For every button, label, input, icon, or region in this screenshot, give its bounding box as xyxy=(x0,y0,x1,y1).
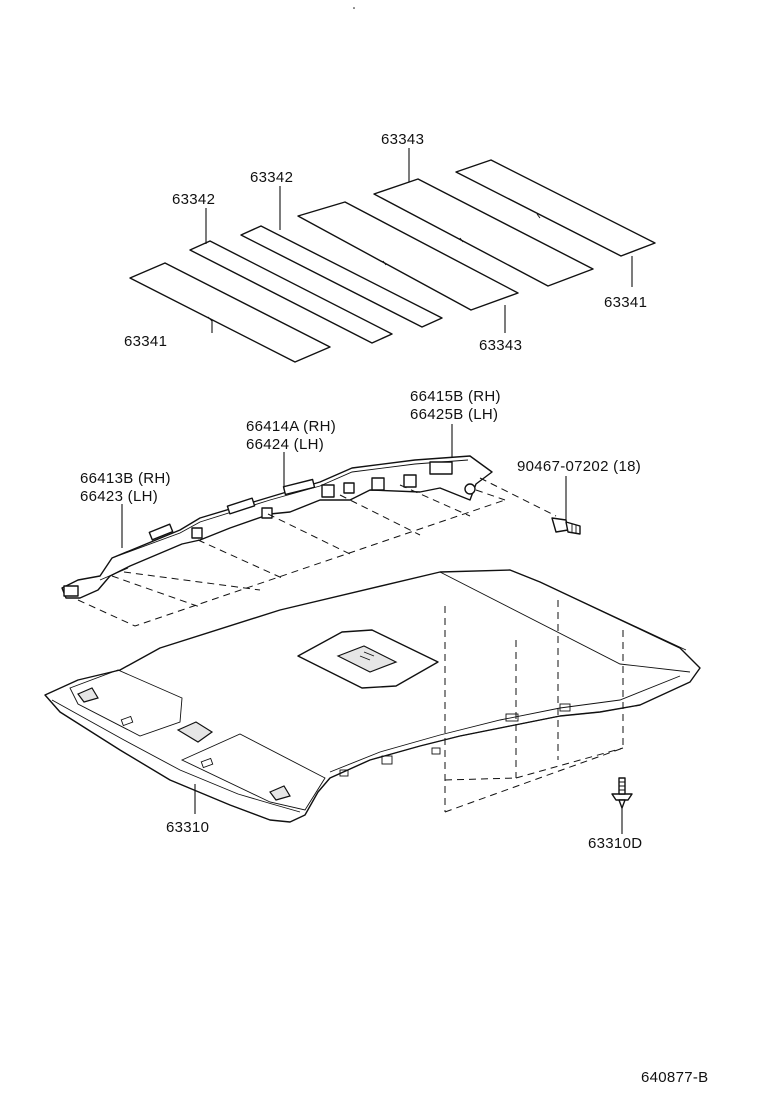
rail-dash-2 xyxy=(197,539,283,579)
pad-strip-3 xyxy=(240,225,443,328)
clip-dash-6 xyxy=(444,777,517,781)
rail-dash-6 xyxy=(123,571,261,591)
rail-dash-frame xyxy=(77,499,506,627)
clip-dash-5 xyxy=(444,747,624,813)
label-63343-bottom: 63343 xyxy=(479,337,522,354)
label-63343-top: 63343 xyxy=(381,131,424,148)
label-63342-left: 63342 xyxy=(172,191,215,208)
bolt-dash xyxy=(479,477,557,517)
label-rail-mid-lh: 66424 (LH) xyxy=(246,436,324,453)
label-bolt: 90467-07202 (18) xyxy=(517,458,641,475)
label-rail-rear-lh: 66425B (LH) xyxy=(410,406,498,423)
label-rail-front-rh: 66413B (RH) xyxy=(80,470,171,487)
label-rail-mid-rh: 66414A (RH) xyxy=(246,418,336,435)
pad-strip-1 xyxy=(129,262,331,363)
pad-strip-4 xyxy=(297,201,519,311)
speck xyxy=(353,7,355,9)
rail-dash-5 xyxy=(399,484,471,517)
label-rail-rear-rh: 66415B (RH) xyxy=(410,388,501,405)
bolt-icon xyxy=(551,517,581,535)
label-clip: 63310D xyxy=(588,835,642,852)
headliner xyxy=(44,569,701,823)
label-headliner: 63310 xyxy=(166,819,209,836)
rail-dash-4 xyxy=(339,494,421,536)
label-63342-mid: 63342 xyxy=(250,169,293,186)
pad-strip-2 xyxy=(189,240,393,344)
label-63341-left: 63341 xyxy=(124,333,167,350)
rail-dash-7 xyxy=(475,489,506,501)
pad-strip-6 xyxy=(455,159,656,257)
rail-dash-1 xyxy=(111,575,201,608)
label-rail-front-lh: 66423 (LH) xyxy=(80,488,158,505)
clip-icon xyxy=(611,777,633,809)
clip-dash-7 xyxy=(515,747,624,779)
figure-code: 640877-B xyxy=(641,1069,708,1086)
roof-side-rail xyxy=(61,455,493,599)
pad-strip-5 xyxy=(373,178,594,287)
label-63341-right: 63341 xyxy=(604,294,647,311)
rail-dash-3 xyxy=(267,513,353,556)
